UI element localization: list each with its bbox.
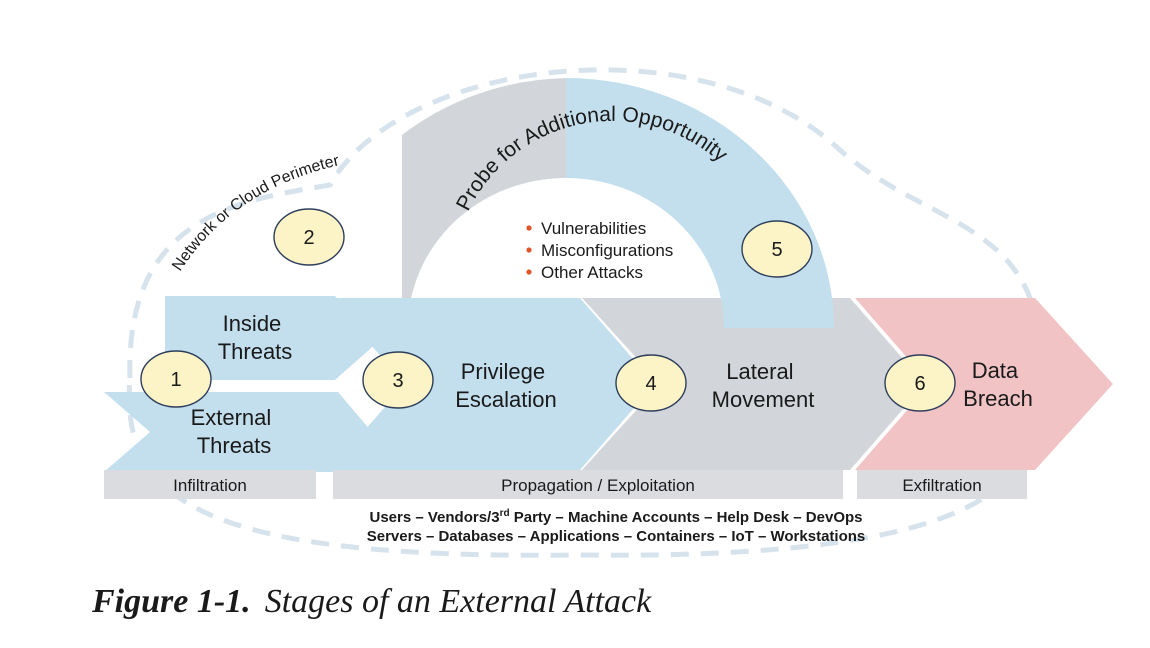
svg-text:3: 3	[392, 370, 403, 392]
infiltration-bar	[104, 470, 316, 499]
step-marker-1: 1	[140, 350, 212, 408]
external-threats-arrow	[104, 392, 372, 472]
step-marker-6: 6	[884, 354, 956, 412]
step-marker-4: 4	[615, 354, 687, 412]
figure-caption: Figure 1-1. Stages of an External Attack	[92, 583, 651, 621]
probe-bullet-item: Misconfigurations	[541, 241, 673, 260]
targets-line-1: Users – Vendors/3rd Party – Machine Acco…	[370, 508, 863, 526]
infiltration-label: Infiltration	[173, 476, 247, 495]
inside-threats-arrow	[165, 296, 378, 380]
perimeter-boundary	[126, 67, 1044, 558]
figure-number: Figure 1-1.	[92, 583, 251, 620]
propagation-label: Propagation / Exploitation	[501, 476, 695, 495]
lateral-movement-arrow	[582, 298, 925, 470]
lateral-movement-label: Lateral Movement	[712, 359, 815, 412]
privilege-escalation-label: Privilege Escalation	[455, 359, 557, 412]
svg-text:5: 5	[771, 239, 782, 261]
exfiltration-bar	[857, 470, 1027, 499]
step-marker-3: 3	[362, 351, 434, 409]
inside-threats-label: Inside Threats	[218, 311, 293, 364]
data-breach-arrow	[855, 298, 1113, 470]
probe-bullet-list: Vulnerabilities Misconfigurations Other …	[526, 219, 673, 282]
data-breach-label: Data Breach	[963, 358, 1033, 411]
targets-line-2: Servers – Databases – Applications – Con…	[367, 528, 866, 545]
probe-arch-gray	[402, 78, 566, 328]
probe-bullet-item: Vulnerabilities	[541, 219, 646, 238]
svg-text:4: 4	[645, 373, 656, 395]
svg-text:6: 6	[914, 373, 925, 395]
step-marker-2: 2	[273, 208, 345, 266]
bullet-dot	[526, 247, 532, 253]
step-marker-5: 5	[741, 220, 813, 278]
svg-text:2: 2	[303, 227, 314, 249]
privilege-escalation-arrow	[330, 298, 655, 470]
figure-title: Stages of an External Attack	[264, 583, 652, 620]
probe-bullet-item: Other Attacks	[541, 263, 643, 282]
svg-text:1: 1	[170, 369, 181, 391]
bullet-dot	[526, 269, 532, 275]
propagation-bar	[333, 470, 843, 499]
exfiltration-label: Exfiltration	[902, 476, 981, 495]
external-threats-label: External Threats	[191, 405, 278, 458]
bullet-dot	[526, 225, 532, 231]
